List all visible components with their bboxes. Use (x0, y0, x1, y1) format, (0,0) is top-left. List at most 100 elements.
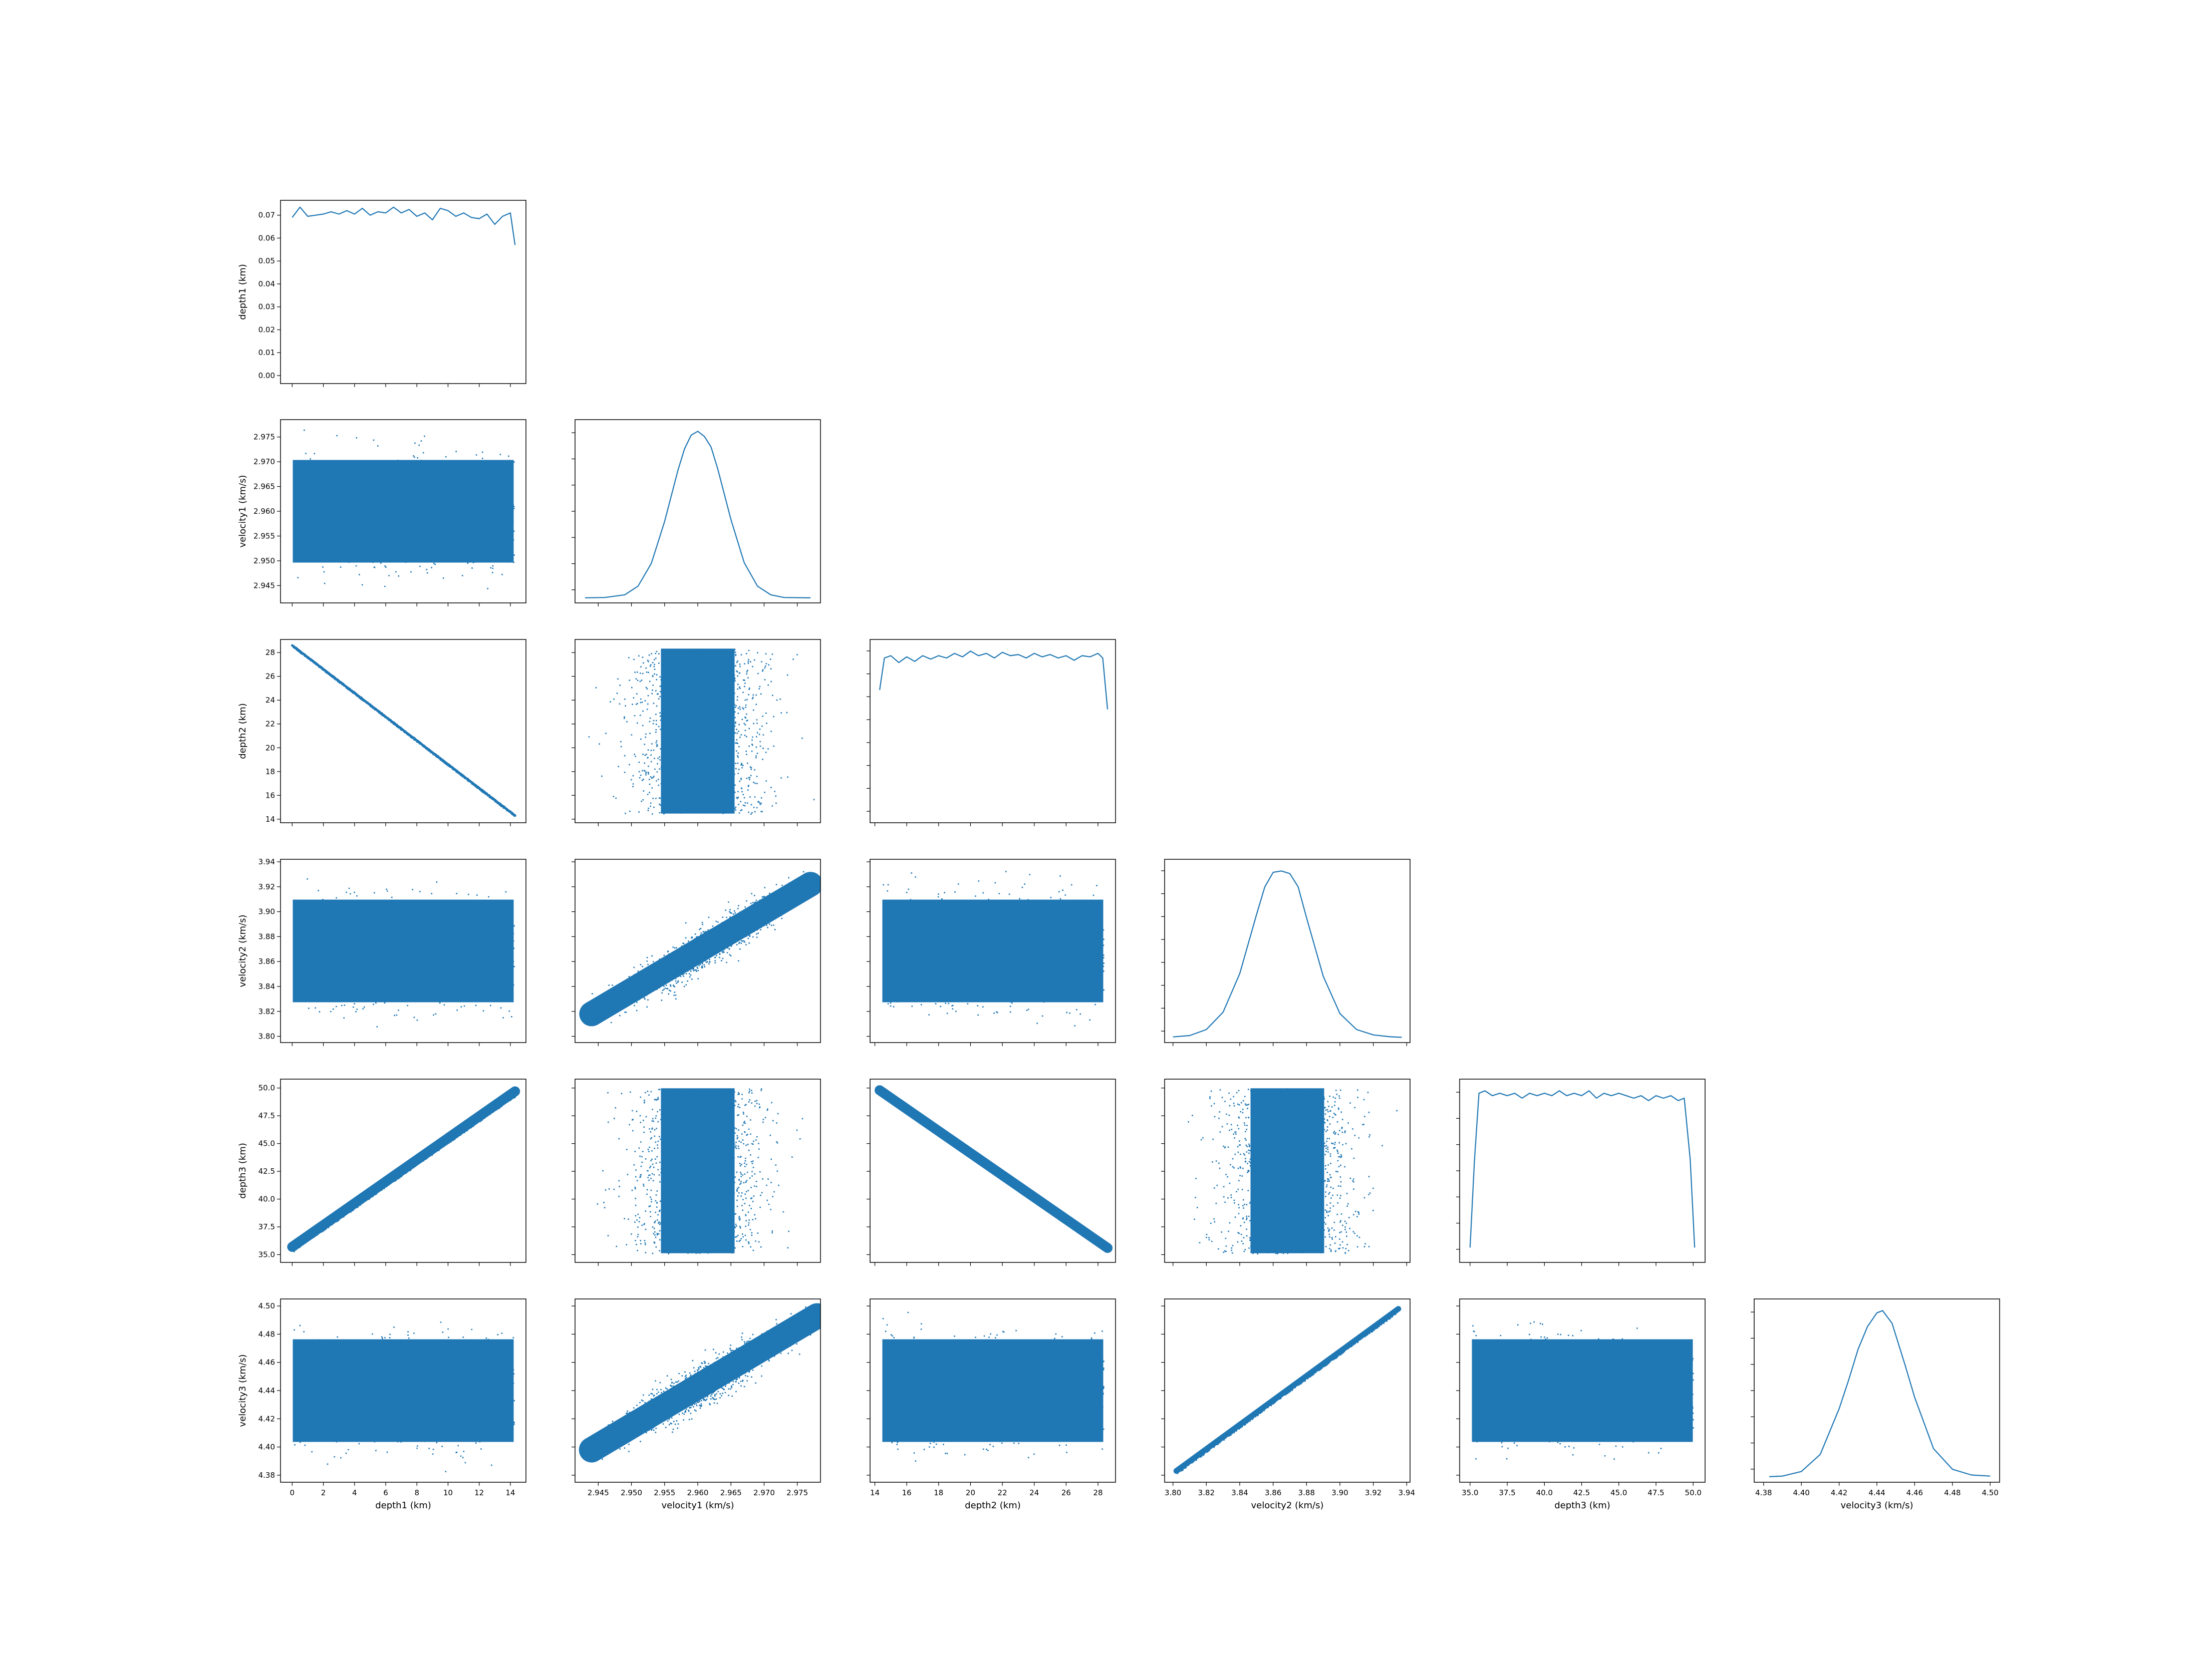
scatter-points-depth1-vs-velocity1 (293, 429, 515, 589)
y-tick-label: 3.92 (258, 882, 275, 891)
marginal-depth2-frame (870, 639, 1116, 823)
y-tick-label: 16 (265, 791, 275, 800)
x-tick-label: 2.975 (786, 1488, 808, 1497)
scatter-points-velocity2-vs-velocity3 (1173, 1306, 1402, 1474)
x-tick-label: 6 (383, 1488, 388, 1497)
marginal-line-depth1 (292, 206, 516, 245)
y-tick-label: 2.965 (253, 482, 275, 491)
scatter-points-velocity1-vs-velocity3 (579, 1303, 820, 1463)
scatter-depth1-vs-depth2-frame (280, 639, 526, 823)
y-axis-label: velocity1 (km/s) (237, 475, 248, 548)
scatter-band-velocity1-vs-velocity2 (579, 872, 820, 1027)
x-axis-label: velocity1 (km/s) (662, 1500, 734, 1511)
x-tick-label: 4.48 (1944, 1488, 1961, 1497)
x-tick-label: 40.0 (1536, 1488, 1553, 1497)
marginal-line-depth3 (1469, 1090, 1696, 1248)
scatter-points-depth2-vs-depth3 (875, 1085, 1113, 1253)
x-tick-label: 4 (352, 1488, 357, 1497)
x-tick-label: 3.86 (1265, 1488, 1281, 1497)
x-tick-label: 24 (1029, 1488, 1039, 1497)
x-tick-label: 4.38 (1755, 1488, 1772, 1497)
scatter-core-depth2-vs-velocity3 (882, 1339, 1103, 1442)
scatter-panel-depth2-vs-velocity2 (867, 859, 1116, 1046)
y-tick-label: 45.0 (258, 1139, 275, 1148)
y-tick-label: 4.46 (258, 1358, 275, 1367)
scatter-markers (597, 1088, 803, 1254)
x-tick-label: 10 (443, 1488, 453, 1497)
scatter-points-velocity1-vs-velocity2 (579, 871, 820, 1027)
scatter-velocity2-vs-depth3-frame (1164, 1079, 1411, 1263)
y-tick-label: 2.970 (253, 457, 275, 466)
scatter-depth2-vs-velocity2-frame (870, 859, 1116, 1043)
scatter-depth1-vs-depth3-frame (280, 1079, 526, 1263)
x-tick-label: 8 (414, 1488, 419, 1497)
x-tick-label: 2.965 (720, 1488, 742, 1497)
y-tick-label: 0.02 (258, 325, 275, 334)
y-tick-label: 22 (265, 720, 275, 729)
marginal-line-velocity3 (1769, 1310, 1991, 1477)
y-tick-label: 40.0 (258, 1195, 275, 1204)
marginal-panel-depth2 (867, 639, 1116, 826)
scatter-markers (588, 648, 815, 815)
x-tick-label: 4.44 (1868, 1488, 1885, 1497)
scatter-band-velocity1-vs-velocity3 (579, 1303, 820, 1463)
scatter-points-velocity1-vs-depth3 (597, 1088, 803, 1254)
scatter-band-depth1-vs-depth2 (291, 644, 516, 817)
x-axis-label: depth1 (km) (375, 1500, 431, 1511)
y-tick-label: 3.90 (258, 907, 275, 916)
scatter-markers (882, 1311, 1104, 1462)
x-axis-label: velocity2 (km/s) (1251, 1500, 1324, 1511)
y-tick-label: 42.5 (258, 1167, 275, 1176)
x-tick-label: 14 (505, 1488, 515, 1497)
x-tick-label: 3.88 (1298, 1488, 1315, 1497)
scatter-panel-velocity1-vs-velocity2 (572, 859, 821, 1046)
y-tick-label: 0.05 (258, 256, 275, 265)
x-tick-label: 4.40 (1793, 1488, 1810, 1497)
scatter-points-depth1-vs-depth3 (287, 1086, 520, 1252)
marginal-line-depth2 (879, 650, 1109, 710)
y-tick-label: 3.84 (258, 982, 275, 991)
x-tick-label: 0 (290, 1488, 295, 1497)
marginal-velocity2-frame (1164, 859, 1411, 1043)
scatter-points-depth3-vs-velocity3 (1472, 1321, 1694, 1460)
scatter-panel-velocity1-vs-depth3 (572, 1079, 821, 1266)
y-tick-label: 2.950 (253, 556, 275, 565)
y-tick-label: 3.86 (258, 957, 275, 966)
x-tick-label: 3.84 (1231, 1488, 1248, 1497)
marginal-line-velocity2 (1173, 870, 1402, 1038)
y-tick-label: 24 (265, 696, 275, 705)
y-tick-label: 4.40 (258, 1443, 275, 1452)
y-axis-label: depth2 (km) (237, 703, 248, 759)
scatter-panel-velocity1-vs-depth2 (572, 639, 821, 826)
scatter-markers (1188, 1088, 1398, 1255)
x-tick-label: 12 (474, 1488, 484, 1497)
scatter-core-depth2-vs-velocity2 (882, 899, 1103, 1003)
scatter-points-depth2-vs-velocity3 (882, 1311, 1104, 1462)
y-tick-label: 35.0 (258, 1250, 275, 1259)
y-tick-label: 4.44 (258, 1386, 275, 1395)
x-tick-label: 45.0 (1610, 1488, 1627, 1497)
y-tick-label: 3.88 (258, 932, 275, 941)
y-tick-label: 2.975 (253, 433, 275, 442)
y-tick-label: 4.38 (258, 1471, 275, 1480)
y-tick-label: 3.82 (258, 1007, 275, 1016)
y-tick-label: 18 (265, 767, 275, 776)
x-tick-label: 16 (902, 1488, 912, 1497)
x-tick-label: 4.50 (1982, 1488, 1998, 1497)
x-tick-label: 14 (870, 1488, 880, 1497)
y-tick-label: 0.00 (258, 371, 275, 380)
y-tick-label: 3.94 (258, 857, 275, 866)
y-tick-label: 2.945 (253, 581, 275, 590)
y-tick-label: 47.5 (258, 1111, 275, 1120)
y-axis-label: velocity3 (km/s) (237, 1355, 248, 1427)
x-tick-label: 35.0 (1462, 1488, 1478, 1497)
scatter-panel-depth2-vs-depth3 (867, 1079, 1116, 1266)
x-tick-label: 50.0 (1685, 1488, 1702, 1497)
